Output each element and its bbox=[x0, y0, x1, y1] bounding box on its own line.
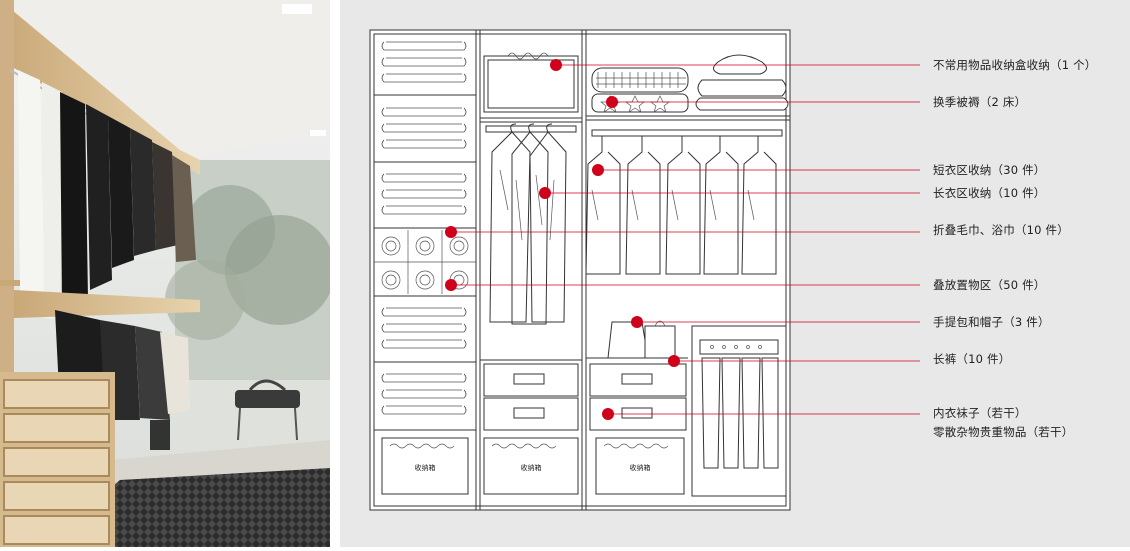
storage-box-left bbox=[381, 437, 469, 495]
label-bags-hats: 手提包和帽子（3 件） bbox=[933, 315, 1050, 329]
dot-short-hanging bbox=[592, 164, 604, 176]
label-folded: 叠放置物区（50 件） bbox=[933, 278, 1046, 292]
storage-box-middle bbox=[483, 437, 579, 495]
folded-shelves-column: 收纳箱 bbox=[374, 41, 476, 495]
dot-folded bbox=[445, 279, 457, 291]
dot-underwear bbox=[602, 408, 614, 420]
label-long-hanging: 长衣区收纳（10 件） bbox=[933, 186, 1046, 200]
dot-long-hanging bbox=[539, 187, 551, 199]
storage-box-left-label: 收纳箱 bbox=[415, 463, 436, 472]
closet-photo bbox=[0, 0, 330, 547]
dot-trousers bbox=[668, 355, 680, 367]
dot-bags-hats bbox=[631, 316, 643, 328]
wardrobe-drawing: 收纳箱 bbox=[369, 29, 920, 511]
label-misc: 零散杂物贵重物品（若干） bbox=[933, 425, 1074, 439]
label-towels: 折叠毛巾、浴巾（10 件） bbox=[933, 223, 1069, 237]
storage-box-middle-label: 收纳箱 bbox=[521, 463, 542, 472]
storage-box-right-label: 收纳箱 bbox=[630, 463, 651, 472]
label-trousers: 长裤（10 件） bbox=[933, 352, 1011, 366]
long-hanging-column: 收纳箱 bbox=[480, 52, 582, 495]
label-bedding: 换季被褥（2 床） bbox=[933, 95, 1027, 109]
label-underwear: 内衣袜子（若干） bbox=[933, 406, 1027, 420]
dot-storage-box bbox=[550, 59, 562, 71]
wardrobe-diagram-panel: 收纳箱 bbox=[340, 0, 1130, 547]
label-short-hanging: 短衣区收纳（30 件） bbox=[933, 163, 1046, 177]
dot-towels bbox=[445, 226, 457, 238]
label-storage-box: 不常用物品收纳盒收纳（1 个） bbox=[933, 58, 1097, 72]
storage-box-right bbox=[595, 437, 685, 495]
annotation-leaders bbox=[445, 59, 920, 420]
dot-bedding bbox=[606, 96, 618, 108]
